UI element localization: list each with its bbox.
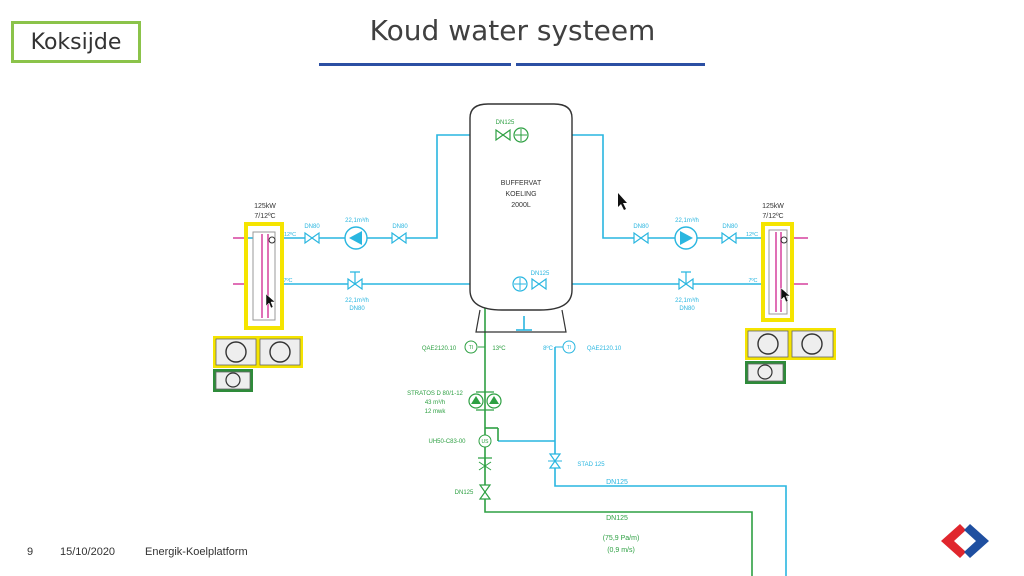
stad-label: STAD 125 (577, 462, 605, 468)
location-tag: Koksijde (11, 21, 141, 63)
sensor-right-temp: 8ºC (543, 345, 554, 352)
tank-dn-mid: DN125 (531, 271, 550, 277)
left-valve-b-icon (391, 232, 407, 244)
sensor-right-id: QAE2120.10 (587, 346, 622, 352)
green-pipe-dn: DN125 (606, 515, 628, 522)
main-pump-group: STRATOS D 80/1-12 43 m³/h 12 mwk UH50-C8… (407, 391, 639, 554)
meter-id: UH50-C83-00 (428, 439, 466, 445)
green-valve-dn: DN125 (455, 490, 474, 496)
green-valve-icon (479, 484, 491, 500)
left-unit-temp: 7/12ºC (254, 213, 275, 220)
right-t-out: 7ºC (748, 277, 757, 284)
left-dn-bot: DN80 (349, 306, 365, 312)
left-flow-bot: 22,1m³/h (345, 298, 369, 304)
right-dn-bot: DN80 (679, 306, 695, 312)
page-title: Koud water systeem (369, 14, 656, 47)
right-unit-power: 125kW (762, 203, 784, 210)
tank-label-3: 2000L (511, 202, 531, 209)
flow-meter-icon (478, 434, 492, 448)
left-valve-a-icon (304, 232, 320, 244)
sensor-left-id: QAE2120.10 (422, 346, 457, 352)
right-chiller-unit: 125kW 7/12ºC 12ºC 7ºC DN80 22,1m³/h DN80… (633, 203, 836, 384)
buffer-tank: BUFFERVAT KOELING 2000L DN125 DN125 (469, 103, 573, 333)
title-underline-right (516, 63, 705, 66)
left-t-in: 12ºC (284, 231, 296, 238)
temperature-sensors: QAE2120.10 TI 13ºC 8ºC TI QAE2120.10 (422, 340, 622, 354)
tank-label-2: KOELING (505, 191, 536, 198)
sensor-left-symbol: TI (469, 345, 473, 351)
left-fan-3-icon (225, 372, 241, 388)
right-dn-a: DN80 (633, 224, 649, 230)
right-fan-2-icon (801, 333, 823, 355)
pump-head: 12 mwk (425, 409, 447, 415)
pipe-pressure-loss: (75,9 Pa/m) (603, 535, 640, 542)
tank-dn-top: DN125 (496, 120, 515, 126)
left-t-out: 7ºC (283, 277, 292, 284)
blue-pipe-dn: DN125 (606, 479, 628, 486)
cursor-arrow-icon (618, 193, 627, 210)
right-flow-top: 22,1m³/h (675, 218, 699, 224)
pump-flow: 43 m³/h (425, 400, 445, 406)
right-fan-3-icon (757, 364, 773, 380)
left-fan-1-icon (225, 341, 247, 363)
left-unit-highlight (244, 222, 284, 330)
left-dn-a: DN80 (304, 224, 320, 230)
sensor-right-symbol: TI (567, 345, 571, 351)
left-chiller-unit: 125kW 7/12ºC 12ºC 7ºC DN80 22,1m³/h DN80… (213, 203, 408, 392)
right-fan-1-icon (757, 333, 779, 355)
carrefour-logo-icon (941, 524, 989, 558)
footer-organization: Energik-Koelplatform (145, 546, 248, 558)
right-dn-b: DN80 (722, 224, 738, 230)
right-flow-bot: 22,1m³/h (675, 298, 699, 304)
title-underline-left (319, 63, 511, 66)
left-fan-2-icon (269, 341, 291, 363)
meter-symbol: US (482, 439, 490, 445)
right-unit-highlight (761, 222, 794, 322)
right-valve-b-icon (721, 232, 737, 244)
left-flow-top: 22,1m³/h (345, 218, 369, 224)
sensor-left-icon (464, 340, 478, 354)
footer-page-number: 9 (27, 546, 34, 558)
pump-model: STRATOS D 80/1-12 (407, 391, 463, 397)
sensor-right-icon (562, 340, 576, 354)
cursor-arrow-icon (265, 293, 276, 309)
sensor-left-temp: 13ºC (492, 345, 506, 352)
pipe-velocity: (0,9 m/s) (607, 547, 635, 554)
right-unit-temp: 7/12ºC (762, 213, 783, 220)
cursor-arrow-icon (780, 287, 791, 303)
left-unit-power: 125kW (254, 203, 276, 210)
right-valve-a-icon (633, 232, 649, 244)
left-dn-b: DN80 (392, 224, 408, 230)
footer-date: 15/10/2020 (60, 546, 116, 558)
right-t-in: 12ºC (746, 231, 758, 238)
tank-label-1: BUFFERVAT (501, 180, 542, 187)
